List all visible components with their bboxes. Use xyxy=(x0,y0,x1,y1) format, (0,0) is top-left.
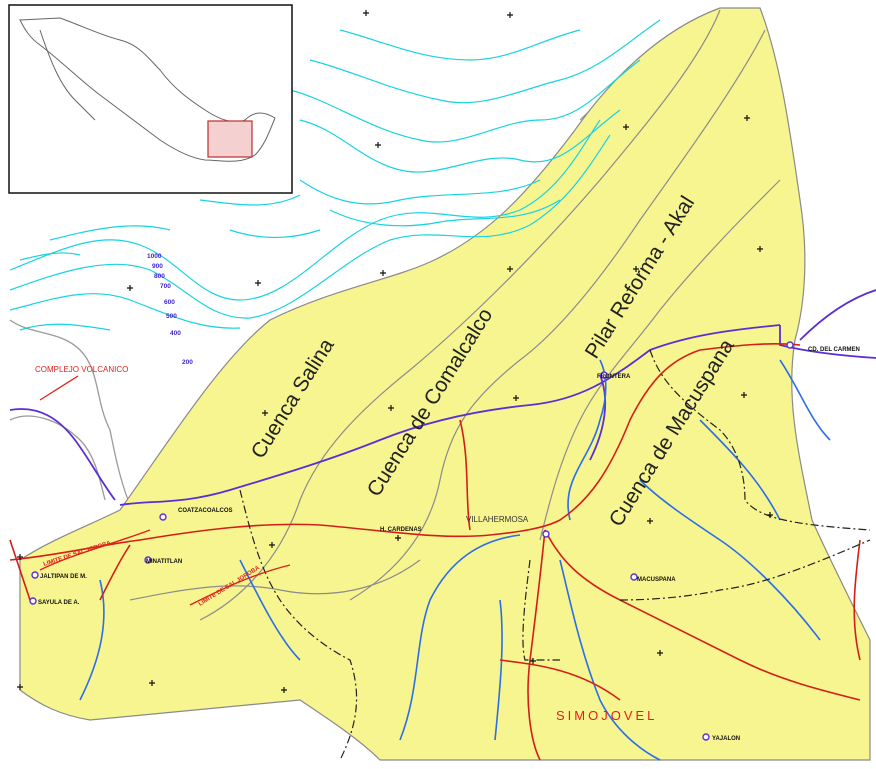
depth-label-400: 400 xyxy=(170,330,181,337)
town-label-jaltipan: JALTIPAN DE M. xyxy=(40,574,87,580)
depth-label-600: 600 xyxy=(164,299,175,306)
town-markers xyxy=(29,341,794,741)
region-label-volcanic: COMPLEJO VOLCANICO xyxy=(35,365,128,374)
depth-label-1000: 1000 xyxy=(147,253,162,260)
locator-highlight xyxy=(207,120,253,158)
locator-inset xyxy=(8,4,293,194)
roads xyxy=(9,343,861,761)
mexico-outline xyxy=(19,17,276,162)
survey-crosses xyxy=(17,10,773,693)
depth-label-800: 800 xyxy=(154,273,165,280)
basin-boundaries xyxy=(129,9,781,621)
rivers xyxy=(79,359,831,761)
depth-label-900: 900 xyxy=(152,263,163,270)
bathymetry-labels: 1000 900 800 700 600 500 400 200 xyxy=(147,253,193,366)
town-label-sayula: SAYULA DE A. xyxy=(38,600,80,606)
region-label-simojovel: SIMOJOVEL xyxy=(556,708,657,723)
depth-label-500: 500 xyxy=(166,313,177,320)
town-label-yajalon: YAJALON xyxy=(712,736,740,742)
town-label-minatitlan: MINATITLAN xyxy=(146,559,182,565)
town-label-frontera: FRONTERA xyxy=(597,374,631,380)
depth-label-200: 200 xyxy=(182,359,193,366)
town-label-villahermosa: VILLAHERMOSA xyxy=(466,515,529,524)
town-label-macuspana: MACUSPANA xyxy=(637,577,676,583)
salt-limit-line xyxy=(39,529,291,606)
bathymetry-contours xyxy=(9,19,661,331)
town-label-coatzacoalcos: COATZACOALCOS xyxy=(178,508,233,514)
depth-label-700: 700 xyxy=(160,283,171,290)
volcanic-pointer xyxy=(39,375,79,401)
state-boundaries xyxy=(239,349,871,761)
town-label-cardenas: H. CARDENAS xyxy=(380,527,422,533)
town-label-carmen: CD. DEL CARMEN xyxy=(808,347,860,353)
coastline xyxy=(9,289,876,506)
